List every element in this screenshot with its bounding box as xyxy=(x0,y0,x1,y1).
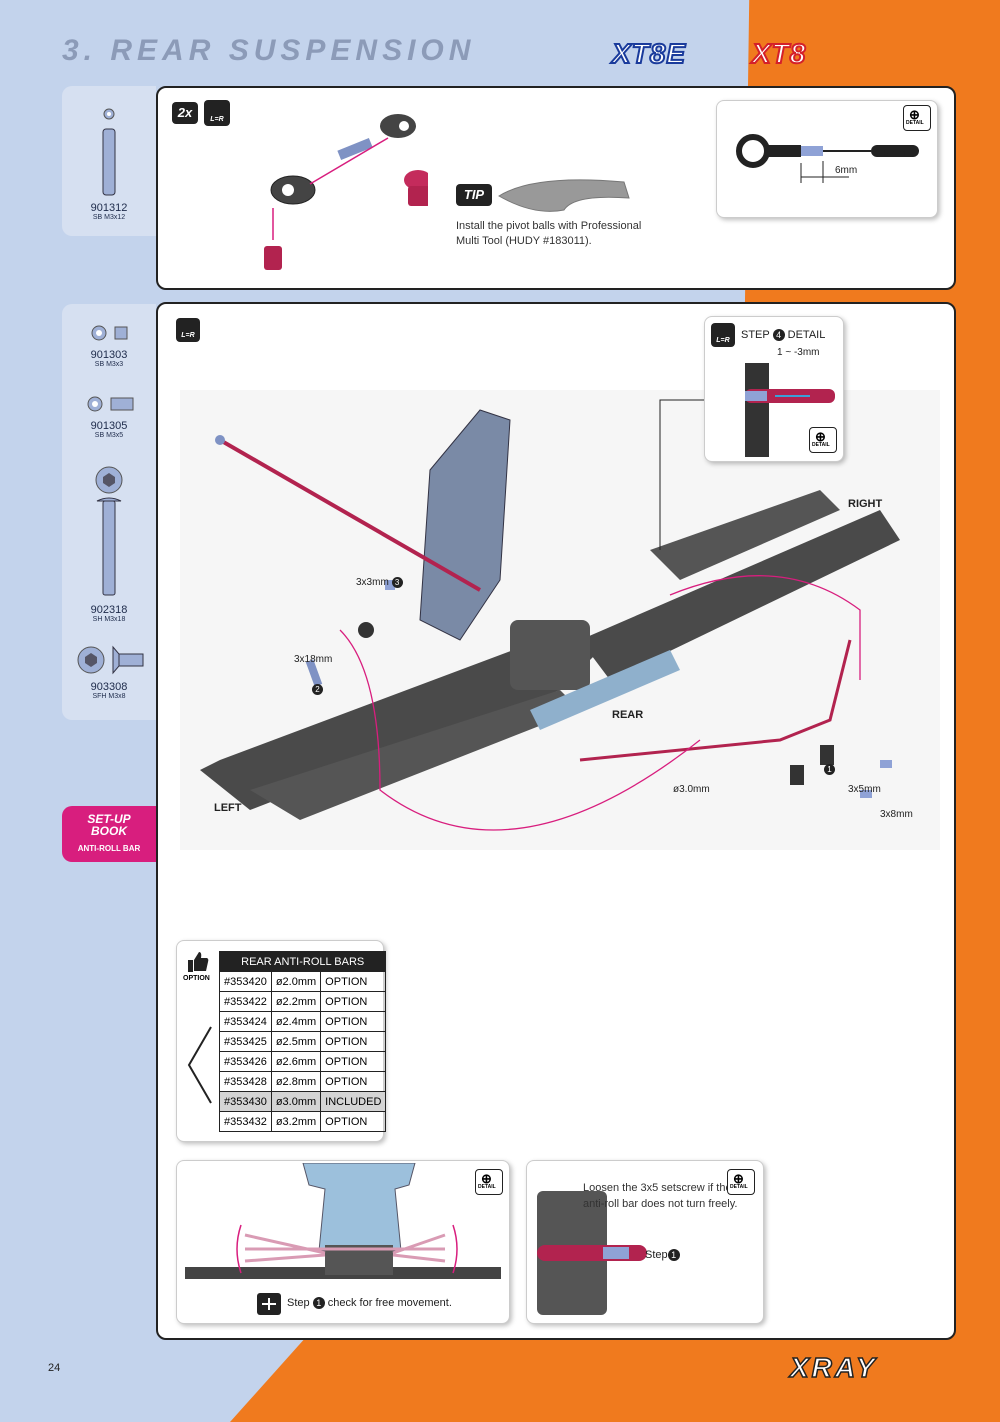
quantity-badge: 2x xyxy=(172,102,198,124)
caption-text: check for free movement. xyxy=(327,1297,452,1309)
setup-book-line-1: SET-UP xyxy=(87,812,131,826)
setscrew-icon xyxy=(87,396,134,412)
detail-title-detail: DETAIL xyxy=(787,329,826,341)
step-2-panel: L=R L=R STEP 4 DETAIL 1 ~ -3mm xyxy=(156,302,956,1340)
part-code: 903308 xyxy=(90,681,128,693)
label-left: LEFT xyxy=(214,802,242,814)
label-3x5mm: 3x5mm xyxy=(848,784,881,795)
caption-step-num: 1 xyxy=(312,1297,325,1309)
orange-bottom-wedge xyxy=(230,1336,1000,1422)
setscrew-closeup-illustration xyxy=(537,1191,647,1315)
option-label: OPTION xyxy=(183,975,210,982)
step-text: Step xyxy=(645,1249,668,1261)
setscrew-text-line-1: Loosen the 3x5 setscrew if the xyxy=(583,1182,732,1194)
part-901312: 901312 SB M3x12 xyxy=(62,106,156,222)
detail-title-num: 4 xyxy=(772,329,785,341)
pivot-ball-assembly-illustration xyxy=(264,114,428,270)
part-code: 902318 xyxy=(90,604,128,616)
step-check-icon xyxy=(257,1293,281,1315)
label-dia-3mm: ø3.0mm xyxy=(673,784,710,795)
dim-6mm: 6mm xyxy=(835,165,858,176)
lr-badge: L=R xyxy=(204,100,230,126)
ball-end-gauge-illustration xyxy=(736,134,919,183)
label-num-1: 1 xyxy=(824,764,835,775)
hex-screw-icon xyxy=(95,466,123,596)
dim-1-5mm: 1.5mm xyxy=(875,148,906,159)
label-rear: REAR xyxy=(612,709,644,721)
anti-roll-bar-movement-illustration xyxy=(185,1163,501,1279)
label-3x3mm: 3x3mm 3 xyxy=(356,577,403,588)
xray-logo: XRAY xyxy=(789,1351,878,1384)
table-header: REAR ANTI-ROLL BARS xyxy=(218,951,387,972)
tip-badge: TIP xyxy=(456,184,492,206)
brand-xt8e-logo: XT8E xyxy=(611,37,687,70)
page-title: 3. REAR SUSPENSION xyxy=(62,34,476,67)
label-3x18mm: 3x18mm xyxy=(294,654,333,665)
lr-badge-small: L=R xyxy=(711,323,735,347)
setup-book-line-2: BOOK xyxy=(91,824,127,838)
brand-xt8-logo: XT8 xyxy=(751,37,807,70)
label-right: RIGHT xyxy=(848,498,883,510)
part-901303: 901303 SB M3x3 xyxy=(62,322,156,369)
detail-icon: ⊕DETAIL xyxy=(727,1169,755,1195)
detail-icon: ⊕DETAIL xyxy=(809,427,837,453)
page-number: 24 xyxy=(48,1362,61,1374)
setscrew-depth-illustration xyxy=(745,363,835,457)
setscrew-detail-box: Loosen the 3x5 setscrew if the anti-roll… xyxy=(526,1160,764,1324)
lr-badge: L=R xyxy=(176,318,200,342)
label-3x3mm-num: 3 xyxy=(391,577,403,588)
rear-suspension-assembly-illustration xyxy=(180,390,940,850)
anti-roll-bar-icon xyxy=(187,1026,212,1104)
setscrew-icon xyxy=(91,325,128,341)
part-code: 901305 xyxy=(90,420,128,432)
setup-book-sub: ANTI-ROLL BAR xyxy=(77,844,141,853)
part-name: SB M3x12 xyxy=(92,214,126,221)
label-3x18mm-num: 2 xyxy=(312,684,323,695)
part-code: 901303 xyxy=(90,349,128,361)
free-movement-caption: Step 1 check for free movement. xyxy=(287,1297,452,1309)
step-num: 1 xyxy=(667,1249,680,1261)
part-name: SFH M3x8 xyxy=(92,693,126,700)
ball-icon xyxy=(103,108,115,120)
part-901305: 901305 SB M3x5 xyxy=(62,393,156,440)
step-1-panel: 2x L=R TIP Install the pivot balls with … xyxy=(156,86,956,290)
setup-book-tab[interactable]: SET-UP BOOK ANTI-ROLL BAR xyxy=(62,806,156,862)
label-3x3mm-text: 3x3mm xyxy=(356,577,389,588)
step-4-detail-box: L=R STEP 4 DETAIL 1 ~ -3mm ⊕DETAIL xyxy=(704,316,844,462)
tip-text-line-1: Install the pivot balls with Professiona… xyxy=(456,220,642,232)
thumbs-up-icon xyxy=(188,952,209,972)
pivot-detail-box: ⊕DETAIL 1.5mm 6mm xyxy=(716,100,938,218)
part-name: SH M3x18 xyxy=(92,616,126,623)
free-movement-detail-box: ⊕DETAIL Step 1 check for free movement. xyxy=(176,1160,510,1324)
part-name: SB M3x5 xyxy=(94,432,124,439)
part-name: SB M3x3 xyxy=(94,361,124,368)
detail-icon: ⊕DETAIL xyxy=(475,1169,503,1195)
tip-text-line-2: Multi Tool (HUDY #183011). xyxy=(456,235,592,247)
label-3x8mm: 3x8mm xyxy=(880,809,913,820)
pin-icon xyxy=(102,128,116,196)
detail-title-step: STEP xyxy=(741,329,770,341)
detail-dimension: 1 ~ -3mm xyxy=(777,347,820,358)
setscrew-text-line-2: anti-roll bar does not turn freely. xyxy=(583,1198,738,1210)
caption-step: Step xyxy=(287,1297,310,1309)
part-902318: 902318 SH M3x18 xyxy=(62,465,156,624)
detail-icon: ⊕DETAIL xyxy=(903,105,931,131)
multi-tool-illustration xyxy=(498,179,630,212)
detail-title: STEP 4 DETAIL xyxy=(741,329,825,341)
part-903308: 903308 SFH M3x8 xyxy=(62,644,156,701)
part-code: 901312 xyxy=(90,202,128,214)
flathead-screw-icon xyxy=(77,645,144,675)
